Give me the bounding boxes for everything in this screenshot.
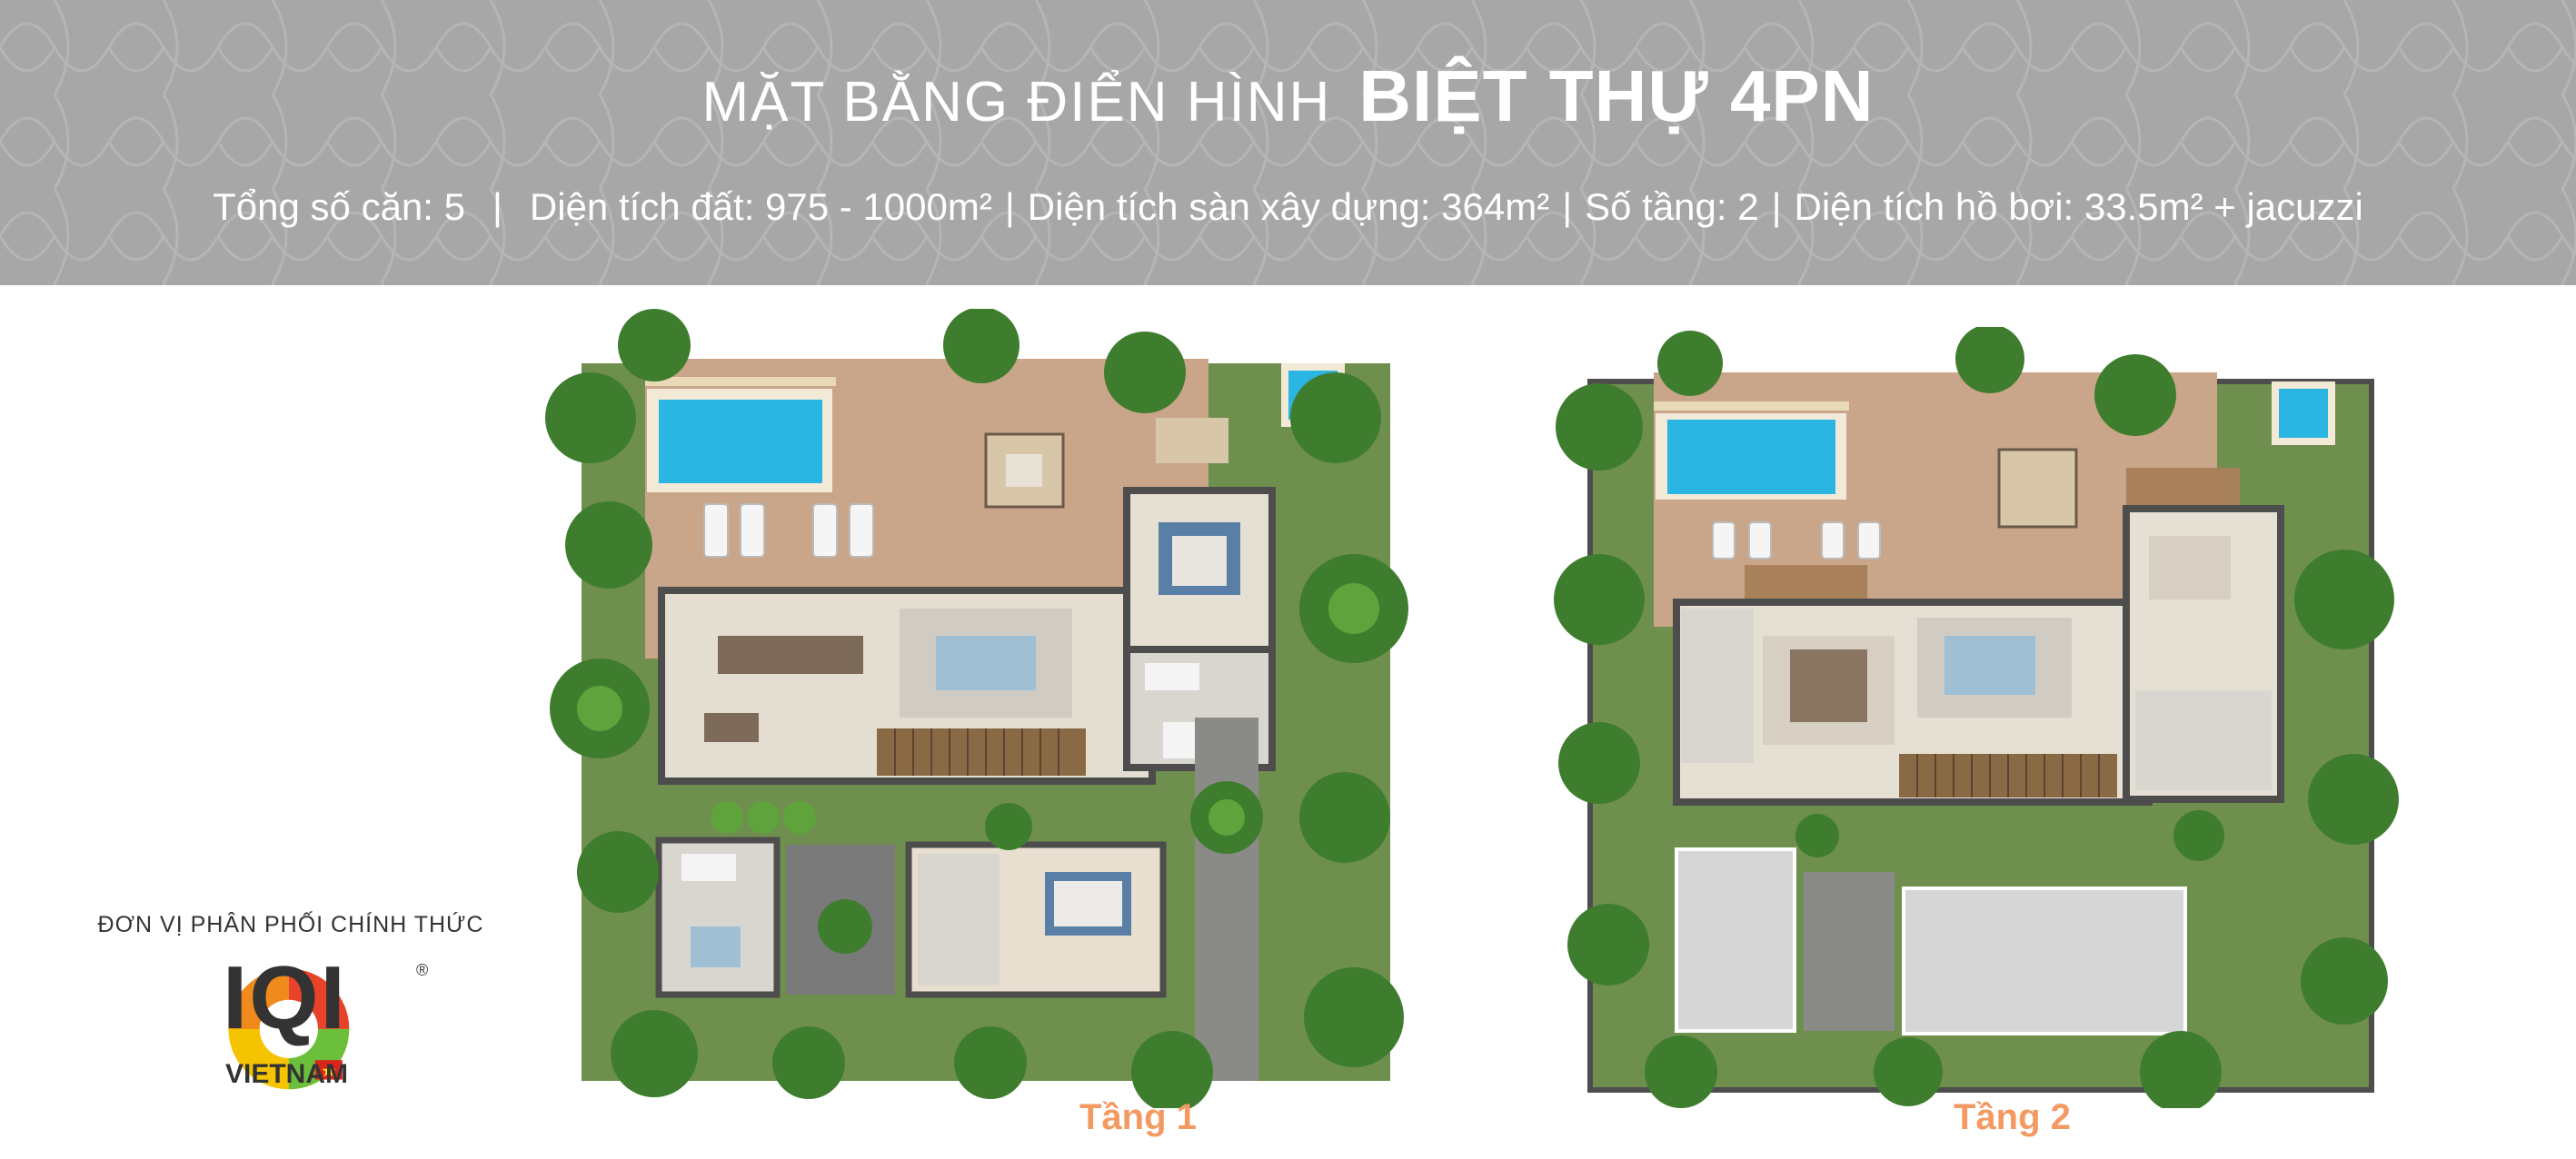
- spec-separator: |: [1004, 185, 1015, 228]
- sun-loungers: [1712, 521, 1881, 560]
- header-banner: MẶT BẰNG ĐIỂN HÌNH BIỆT THỰ 4PN Tổng số c…: [0, 0, 2576, 285]
- outdoor-lounge: [1997, 448, 2078, 529]
- guest-bathroom: [655, 837, 781, 998]
- header-pattern: [0, 0, 2576, 285]
- specs-line: Tổng số căn: 5 | Diện tích đất: 975 - 1000…: [0, 185, 2576, 229]
- title-light: MẶT BẰNG ĐIỂN HÌNH: [701, 71, 1332, 134]
- roof-1: [1675, 847, 1796, 1033]
- spec-pool-area: Diện tích hồ bơi: 33.5m² + jacuzzi: [1794, 185, 2363, 228]
- spec-separator: |: [1771, 185, 1782, 228]
- spec-floors: Số tầng: 2: [1585, 185, 1759, 228]
- spec-separator: |: [492, 185, 502, 228]
- floor-label-2: Tầng 2: [1954, 1097, 2071, 1137]
- garden-path: [1195, 718, 1258, 1081]
- bedroom-1: [1123, 487, 1276, 658]
- registered-mark: ®: [416, 961, 429, 979]
- roof-2: [1902, 887, 2187, 1035]
- floor-plan-2: [1554, 327, 2399, 1108]
- swimming-pool: [659, 400, 822, 483]
- balcony-2: [2126, 468, 2240, 509]
- iqi-logo-icon: [228, 968, 350, 1090]
- outdoor-seating: [1156, 418, 1228, 463]
- floor-label-1: Tầng 1: [1079, 1097, 1197, 1137]
- spec-floor-area: Diện tích sàn xây dựng: 364m²: [1027, 185, 1550, 228]
- brand-name: IQI: [223, 947, 347, 1047]
- distributor-label: ĐƠN VỊ PHÂN PHỐI CHÍNH THỨC: [97, 912, 484, 937]
- spec-units: Tổng số căn: 5: [213, 185, 465, 228]
- spec-separator: |: [1562, 185, 1573, 228]
- sun-loungers: [703, 503, 874, 558]
- swimming-pool: [1667, 420, 1835, 494]
- garden-trees: [1554, 327, 2399, 1108]
- spec-land-area: Diện tích đất: 975 - 1000m²: [529, 185, 992, 228]
- title-bold: BIỆT THỰ 4PN: [1358, 55, 1875, 136]
- brand-country: VIETNAM: [225, 1059, 348, 1089]
- page-title: MẶT BẰNG ĐIỂN HÌNH BIỆT THỰ 4PN: [0, 54, 2576, 138]
- dining-table: [718, 636, 863, 674]
- staircase: [877, 728, 1086, 776]
- floor-plan-1: [545, 309, 1408, 1108]
- pool-coping: [645, 377, 836, 386]
- balcony-1: [1745, 565, 1867, 603]
- jacuzzi: [2279, 389, 2328, 438]
